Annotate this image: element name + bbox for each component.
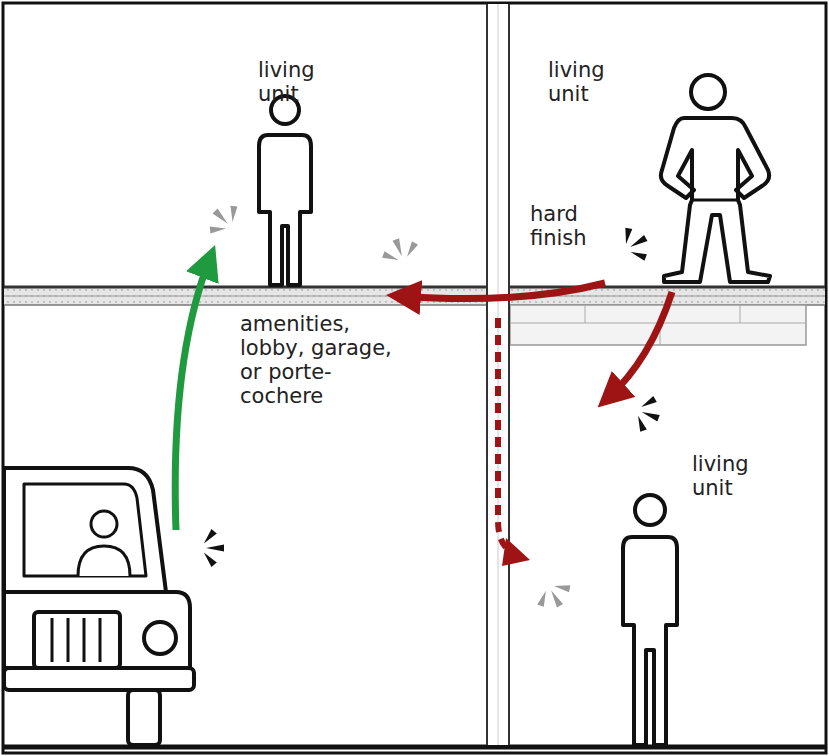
sound-bursts-part	[631, 392, 666, 436]
impact-sound-arrow	[608, 292, 672, 398]
person-figure-part	[635, 495, 665, 525]
floor-slab-part	[4, 286, 825, 289]
car-part	[4, 592, 190, 668]
party-wall-part	[508, 4, 510, 745]
person-figure-part	[692, 199, 738, 202]
frame	[3, 3, 826, 753]
car-part	[91, 511, 117, 537]
car-part	[24, 484, 146, 576]
car-part	[78, 546, 130, 576]
car-part	[99, 618, 102, 662]
car-part	[144, 622, 176, 654]
car	[4, 468, 194, 745]
sound-bursts-part	[202, 198, 245, 241]
person-figure	[259, 96, 311, 285]
party-wall-part	[486, 4, 488, 745]
person-figure-part	[691, 75, 725, 109]
sound-bursts-part	[616, 221, 655, 265]
ground-line	[3, 745, 826, 750]
car-part	[83, 618, 86, 662]
sound-bursts-part	[201, 529, 224, 567]
sound-bursts	[201, 198, 665, 616]
car-part	[51, 618, 54, 662]
person-figure	[661, 75, 770, 282]
sound-path-arrows	[175, 258, 672, 566]
annotation-label: hard finish	[530, 202, 610, 250]
car-part	[34, 612, 120, 668]
impact-sound-arrow	[400, 283, 605, 299]
ceiling-finish-part	[740, 305, 741, 323]
car-part	[4, 468, 166, 592]
annotation-label: living unit	[548, 58, 628, 106]
annotation-label: living unit	[692, 452, 772, 500]
sound-bursts-part	[532, 576, 576, 615]
arrowhead	[502, 538, 530, 566]
flanking-sound-arrow	[498, 318, 512, 552]
person-figure-part	[661, 118, 770, 282]
airborne-sound-arrow	[175, 258, 210, 530]
annotation-label: amenities, lobby, garage, or porte-coche…	[240, 312, 400, 408]
person-figure-part	[259, 135, 311, 285]
car-part	[4, 668, 194, 690]
car-part	[128, 690, 160, 745]
person-figure-part	[623, 537, 677, 745]
car-part	[67, 618, 70, 662]
annotation-label: living unit	[258, 58, 338, 106]
ceiling-finish-part	[585, 305, 586, 323]
sound-bursts-part	[378, 233, 422, 268]
person-figure	[623, 495, 677, 745]
